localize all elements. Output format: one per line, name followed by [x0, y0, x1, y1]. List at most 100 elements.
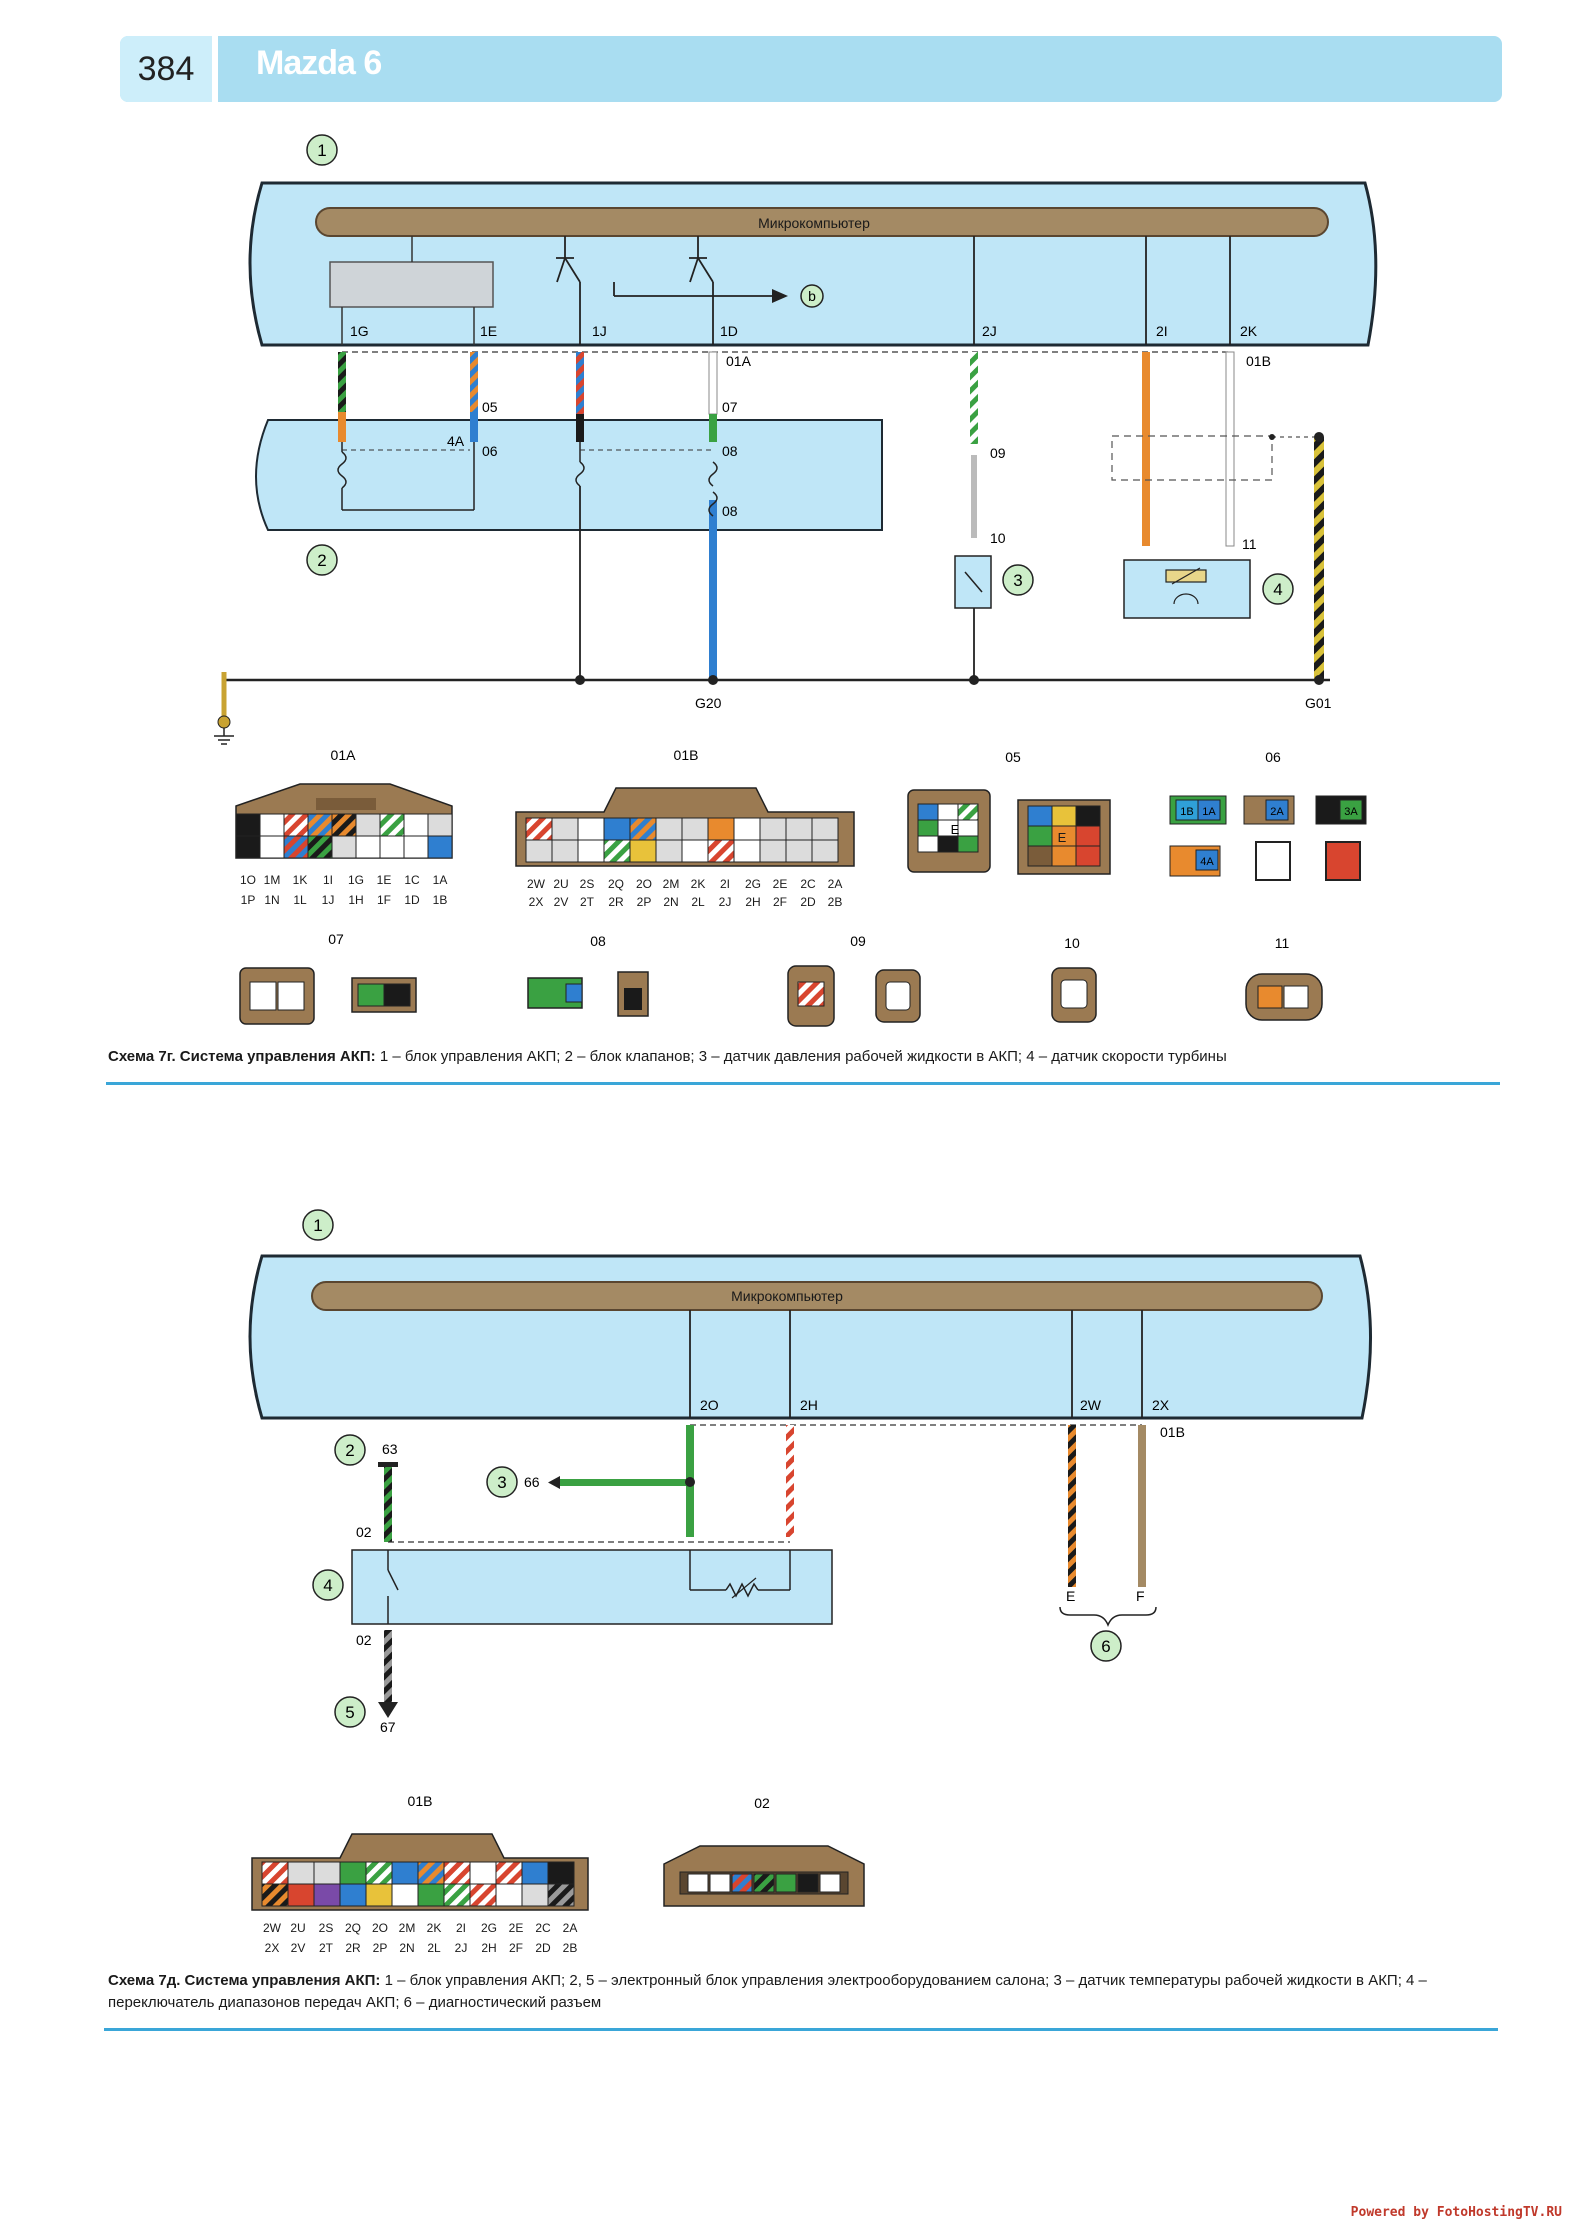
- caption-7g-text: 1 – блок управления АКП; 2 – блок клапан…: [375, 1048, 1227, 1065]
- tag-f: F: [1136, 1588, 1145, 1604]
- svg-text:3: 3: [1013, 571, 1022, 590]
- svg-text:2P: 2P: [637, 895, 652, 909]
- callout-4: 4: [1262, 573, 1294, 605]
- connector-08: [527, 971, 649, 1017]
- callout-2: 2: [306, 544, 338, 576]
- svg-text:1F: 1F: [377, 893, 391, 907]
- connector-01b: 2W 2U 2S 2Q 2O 2M 2K 2I 2G 2E 2C 2A 2X 2…: [515, 787, 855, 909]
- svg-text:2O: 2O: [636, 877, 652, 891]
- svg-text:1J: 1J: [322, 893, 335, 907]
- caption-7d-title: Схема 7д. Система управления АКП:: [108, 1972, 381, 1989]
- tag-10: 10: [990, 530, 1006, 546]
- diagram-b: Микрокомпьютер 2O 2H 2W 2X 01B 63 66 02: [248, 1209, 1373, 1735]
- svg-text:2R: 2R: [608, 895, 624, 909]
- pin-2o: 2O: [700, 1397, 719, 1413]
- pin-2k: 2K: [1240, 323, 1258, 339]
- svg-text:1P: 1P: [241, 893, 256, 907]
- title-02: 02: [754, 1795, 770, 1811]
- svg-text:2P: 2P: [373, 1941, 388, 1955]
- title-07: 07: [328, 931, 344, 947]
- svg-text:2M: 2M: [399, 1921, 416, 1935]
- connector-views-b: 01B 02: [251, 1793, 865, 1955]
- wire-66: [556, 1479, 690, 1486]
- svg-text:2: 2: [345, 1441, 354, 1460]
- svg-text:1H: 1H: [348, 893, 363, 907]
- svg-text:2C: 2C: [535, 1921, 551, 1935]
- svg-text:1I: 1I: [323, 873, 333, 887]
- connector-07: [239, 967, 417, 1025]
- svg-text:2I: 2I: [720, 877, 730, 891]
- pin-1d: 1D: [720, 323, 738, 339]
- tag-11: 11: [1242, 536, 1257, 552]
- svg-text:1B: 1B: [433, 893, 448, 907]
- ground-g01: G01: [1305, 695, 1332, 711]
- svg-text:2D: 2D: [800, 895, 816, 909]
- tag-66: 66: [524, 1474, 540, 1490]
- callout-b3: 3: [486, 1466, 518, 1498]
- wire-g01: [1314, 437, 1324, 680]
- svg-text:1O: 1O: [240, 873, 256, 887]
- svg-text:1M: 1M: [264, 873, 281, 887]
- caption-7g-title: Схема 7г. Система управления АКП:: [108, 1048, 376, 1065]
- tag-07: 07: [722, 399, 738, 415]
- svg-text:1L: 1L: [293, 893, 307, 907]
- caption-7d: Схема 7д. Система управления АКП: 1 – бл…: [108, 1970, 1498, 2014]
- wire-1j: [576, 352, 584, 414]
- svg-text:2K: 2K: [691, 877, 706, 891]
- callout-b: [800, 284, 824, 308]
- title-06: 06: [1265, 749, 1281, 765]
- svg-text:1: 1: [317, 141, 326, 160]
- connector-06: 1B 1A 2A 3A 4A: [1169, 795, 1367, 881]
- connector-05-female: E: [1017, 799, 1111, 875]
- book-title: Mazda 6: [256, 44, 382, 82]
- pin-2x: 2X: [1152, 1397, 1170, 1413]
- tag-06: 06: [482, 443, 498, 459]
- pin-2j: 2J: [982, 323, 997, 339]
- svg-text:2V: 2V: [291, 1941, 306, 1955]
- svg-text:2S: 2S: [319, 1921, 334, 1935]
- wire-1g: [338, 352, 346, 432]
- turbine-sensor: [1123, 559, 1251, 619]
- svg-text:2T: 2T: [580, 895, 595, 909]
- callout-b2: 2: [334, 1434, 366, 1466]
- svg-text:1A: 1A: [433, 873, 448, 887]
- title-01a: 01A: [331, 747, 357, 763]
- valve-body-panel: [255, 419, 883, 531]
- microcomputer-bus: [315, 207, 1329, 237]
- svg-text:2Q: 2Q: [345, 1921, 361, 1935]
- svg-text:2C: 2C: [800, 877, 816, 891]
- wire-2k: [1225, 351, 1235, 547]
- wire-2h: [786, 1425, 794, 1537]
- signal-arrow: [772, 289, 788, 303]
- svg-text:2X: 2X: [265, 1941, 280, 1955]
- svg-text:1D: 1D: [404, 893, 420, 907]
- tag-05: 05: [482, 399, 498, 415]
- svg-text:2F: 2F: [509, 1941, 523, 1955]
- svg-text:1G: 1G: [348, 873, 364, 887]
- svg-text:2U: 2U: [290, 1921, 305, 1935]
- svg-text:2H: 2H: [745, 895, 760, 909]
- svg-text:5: 5: [345, 1703, 354, 1722]
- tag-08a: 08: [722, 443, 738, 459]
- svg-text:2A: 2A: [1270, 806, 1284, 818]
- tag-67: 67: [380, 1719, 396, 1735]
- callout-b5: 5: [334, 1696, 366, 1728]
- pin-1e: 1E: [480, 323, 497, 339]
- title-05: 05: [1005, 749, 1021, 765]
- svg-text:6: 6: [1101, 1637, 1110, 1656]
- svg-text:2S: 2S: [580, 877, 595, 891]
- connector-05-male: E: [907, 789, 991, 873]
- title-08: 08: [590, 933, 606, 949]
- diagram-a: Микрокомпьютер b 1G: [214, 134, 1378, 745]
- tag-08b: 08: [722, 503, 738, 519]
- caption-7g: Схема 7г. Система управления АКП: 1 – бл…: [108, 1046, 1508, 1068]
- svg-text:1K: 1K: [293, 873, 308, 887]
- pin-1g: 1G: [350, 323, 369, 339]
- title-09: 09: [850, 933, 866, 949]
- callout-b4: 4: [312, 1569, 344, 1601]
- wire-2w: [1068, 1425, 1076, 1587]
- tag-4a: 4A: [447, 433, 465, 449]
- svg-text:2L: 2L: [691, 895, 705, 909]
- svg-text:4: 4: [1273, 580, 1282, 599]
- svg-text:2X: 2X: [529, 895, 544, 909]
